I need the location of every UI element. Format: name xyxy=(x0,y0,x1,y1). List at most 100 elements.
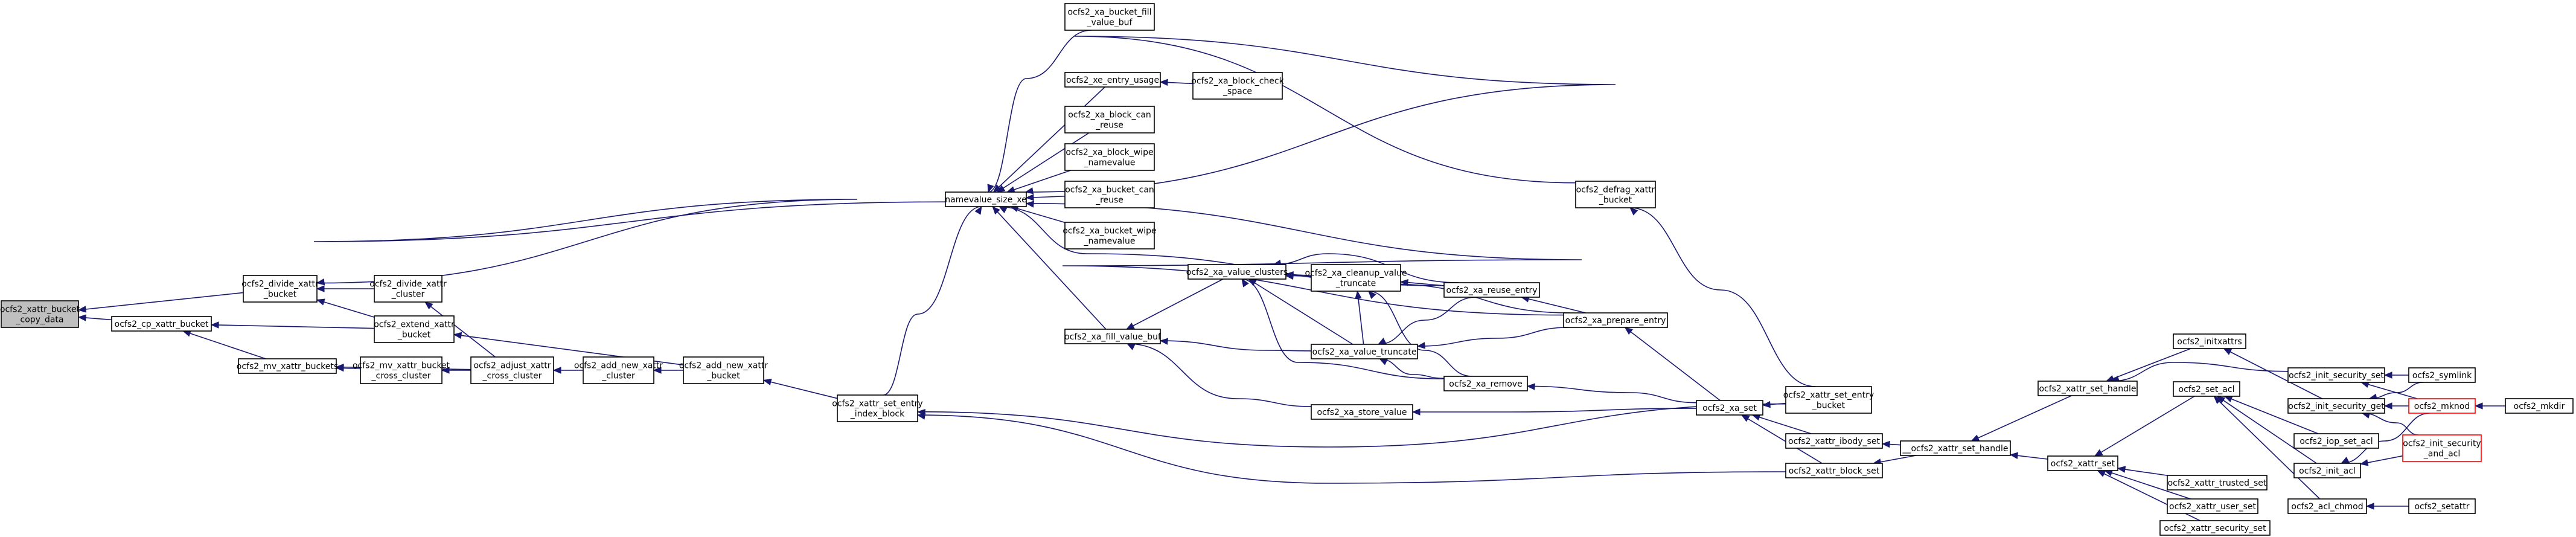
function-node-add_bucket[interactable]: ocfs2_add_new_xattr_bucket xyxy=(679,356,769,384)
arrowhead-icon xyxy=(2097,470,2106,477)
function-node-xa_set[interactable]: ocfs2_xa_set xyxy=(1696,400,1763,416)
function-node-reuse_entry[interactable]: ocfs2_xa_reuse_entry xyxy=(1443,282,1540,298)
arrowhead-icon xyxy=(2213,396,2222,404)
function-node-mv_buckets[interactable]: ocfs2_mv_xattr_buckets xyxy=(237,358,338,374)
function-node-security_set[interactable]: ocfs2_xattr_security_set xyxy=(2159,520,2271,536)
function-node-label: _bucket xyxy=(1599,196,1632,205)
call-edge-value_clusters-to-fill_value_buf xyxy=(1125,278,1224,330)
function-node-label: ocfs2_xa_block_check xyxy=(1191,77,1284,86)
function-node-divide_bucket[interactable]: ocfs2_divide_xattr_bucket xyxy=(241,275,319,303)
function-node-bucket_fill[interactable]: ocfs2_xa_bucket_fill_value_buf xyxy=(1064,3,1155,31)
function-node-init_acl[interactable]: ocfs2_init_acl xyxy=(2293,463,2361,478)
call-edge-xa_set-to-store_value xyxy=(1411,408,1697,416)
function-node-user_set[interactable]: ocfs2_xattr_user_set xyxy=(2167,498,2258,514)
function-node-initxattrs[interactable]: ocfs2_initxattrs xyxy=(2173,333,2246,349)
function-node-init_sec_set[interactable]: ocfs2_init_security_set xyxy=(2287,367,2385,383)
function-node-setattr[interactable]: ocfs2_setattr xyxy=(2408,498,2476,514)
function-node-cleanup_truncate[interactable]: ocfs2_xa_cleanup_value_truncate xyxy=(1305,264,1407,292)
function-node-bucket_can_reuse[interactable]: ocfs2_xa_bucket_can_reuse xyxy=(1064,181,1155,208)
function-node-cp_bucket[interactable]: ocfs2_cp_xattr_bucket xyxy=(111,316,212,332)
function-node-ibody_set[interactable]: ocfs2_xattr_ibody_set xyxy=(1785,433,1883,449)
function-node-init_sec_get[interactable]: ocfs2_init_security_get xyxy=(2287,398,2385,414)
arrowhead-icon xyxy=(1125,323,1135,330)
function-node-trusted_set[interactable]: ocfs2_xattr_trusted_set xyxy=(2167,475,2268,490)
function-node-label: _bucket xyxy=(1812,401,1846,411)
function-node-defrag[interactable]: ocfs2_defrag_xattr_bucket xyxy=(1575,181,1656,208)
arrowhead-icon xyxy=(1355,290,1362,300)
function-node-label: _bucket xyxy=(397,330,431,340)
function-node-block_check[interactable]: ocfs2_xa_block_check_space xyxy=(1191,72,1285,100)
arrowhead-icon xyxy=(1629,207,1638,216)
function-node-block_set[interactable]: ocfs2_xattr_block_set xyxy=(1785,463,1883,478)
function-node-set_entry_index[interactable]: ocfs2_xattr_set_entry_index_block xyxy=(832,394,923,422)
function-node-label: ocfs2_xa_fill_value_buf xyxy=(1064,332,1162,342)
function-node-label: ocfs2_init_security_set xyxy=(2289,371,2384,381)
call-edge-entry_usage-to-namevalue xyxy=(992,86,1105,193)
arrowhead-icon xyxy=(316,285,325,292)
arrowhead-icon xyxy=(916,413,926,420)
function-node-mknod[interactable]: ocfs2_mknod xyxy=(2408,398,2476,414)
call-edge-user_set-to-xattr_set xyxy=(2104,469,2191,500)
function-node-fill_value_buf[interactable]: ocfs2_xa_fill_value_buf xyxy=(1064,329,1162,344)
function-node-label: ocfs2_xattr_set xyxy=(2051,459,2115,469)
arrowhead-icon xyxy=(1159,338,1168,345)
arrowhead-icon xyxy=(996,185,1006,193)
call-edge-set_acl-to-xattr_set xyxy=(2094,396,2195,457)
function-node-symlink[interactable]: ocfs2_symlink xyxy=(2408,367,2476,383)
function-node-block_wipe[interactable]: ocfs2_xa_block_wipe_namevalue xyxy=(1064,143,1155,171)
function-node-label: ocfs2_xattr_set_entry xyxy=(832,399,922,409)
arrowhead-icon xyxy=(453,332,462,339)
arrowhead-icon xyxy=(2359,459,2369,466)
function-node-label: _cluster xyxy=(601,371,635,381)
call-edge-set_entry_bucket-to-xa_set xyxy=(1762,400,1786,408)
function-node-prepare_entry[interactable]: ocfs2_xa_prepare_entry xyxy=(1563,312,1668,328)
function-node-add_cluster[interactable]: ocfs2_add_new_xattr_cluster xyxy=(574,356,663,384)
function-node-init_sec_and_acl[interactable]: ocfs2_init_security_and_acl xyxy=(2402,434,2482,462)
call-edge-init_sec_set-to-set_handle xyxy=(2111,362,2289,382)
arrowhead-icon xyxy=(77,306,87,313)
function-node-set_handle_internal[interactable]: __ocfs2_xattr_set_handle xyxy=(1900,440,2011,456)
function-node-mkdir[interactable]: ocfs2_mkdir xyxy=(2505,398,2574,414)
function-node-label: ocfs2_adjust_xattr xyxy=(473,361,551,371)
function-node-namevalue[interactable]: namevalue_size_xe xyxy=(945,191,1027,207)
arrowhead-icon xyxy=(987,184,994,193)
function-node-store_value[interactable]: ocfs2_xa_store_value xyxy=(1311,404,1413,420)
arrowhead-icon xyxy=(1025,194,1034,201)
function-node-entry_usage[interactable]: ocfs2_xe_entry_usage xyxy=(1064,72,1161,88)
function-node-bucket_wipe[interactable]: ocfs2_xa_bucket_wipe_namevalue xyxy=(1063,222,1157,249)
function-node-divide_cluster[interactable]: ocfs2_divide_xattr_cluster xyxy=(369,275,447,303)
function-node-block_can_reuse[interactable]: ocfs2_xa_block_can_reuse xyxy=(1064,106,1155,133)
function-node-acl_chmod[interactable]: ocfs2_acl_chmod xyxy=(2287,498,2367,514)
arrowhead-icon xyxy=(441,367,450,374)
call-edge-value_truncate-to-fill_value_buf xyxy=(1159,338,1312,352)
function-node-extend_bucket[interactable]: ocfs2_extend_xattr_bucket xyxy=(374,315,455,343)
function-node-iop_set_acl[interactable]: ocfs2_iop_set_acl xyxy=(2293,433,2379,449)
function-node-value_truncate[interactable]: ocfs2_xa_value_truncate xyxy=(1311,344,1418,359)
function-node-xa_remove[interactable]: ocfs2_xa_remove xyxy=(1443,376,1528,391)
arrowhead-icon xyxy=(1379,358,1389,365)
function-node-mv_cross[interactable]: ocfs2_mv_xattr_bucket_cross_cluster xyxy=(353,356,450,384)
call-edge-adjust_cross-to-divide_cluster xyxy=(424,301,496,358)
function-node-set_entry_bucket[interactable]: ocfs2_xattr_set_entry_bucket xyxy=(1783,386,1874,414)
function-node-label: ocfs2_xa_prepare_entry xyxy=(1565,316,1666,326)
call-edge-block_set-to-xa_set xyxy=(1740,414,1823,464)
arrowhead-icon xyxy=(1399,278,1408,286)
function-node-label: _namevalue xyxy=(1084,158,1136,168)
call-edge-set_entry_bucket-to-defrag xyxy=(1629,207,1816,387)
function-node-set_acl[interactable]: ocfs2_set_acl xyxy=(2173,381,2240,397)
call-edge-trusted_set-to-xattr_set xyxy=(2117,466,2168,476)
call-edge-extend_bucket-to-divide_bucket xyxy=(316,298,375,318)
arrowhead-icon xyxy=(1970,434,1980,442)
call-edge-value_truncate-to-cleanup_truncate xyxy=(1355,290,1364,345)
arrowhead-icon xyxy=(1762,400,1771,408)
call-edge-bucket_fill-to-namevalue xyxy=(987,30,1092,193)
function-node-set_handle[interactable]: ocfs2_xattr_set_handle xyxy=(2037,381,2138,396)
function-node-adjust_cross[interactable]: ocfs2_adjust_xattr_cross_cluster xyxy=(470,356,554,384)
function-node-value_clusters[interactable]: ocfs2_xa_value_clusters xyxy=(1186,264,1288,280)
function-node-copy[interactable]: ocfs2_xattr_bucket_copy_data xyxy=(0,300,80,328)
function-node-label: ocfs2_xa_bucket_can xyxy=(1065,185,1154,195)
call-edge-adjust_cross-to-mv_cross xyxy=(441,367,471,374)
call-edge-xa_set-to-xa_remove xyxy=(1526,383,1697,404)
call-edge-prepare_entry-to-value_truncate xyxy=(1416,327,1568,349)
function-node-xattr_set[interactable]: ocfs2_xattr_set xyxy=(2047,455,2118,471)
